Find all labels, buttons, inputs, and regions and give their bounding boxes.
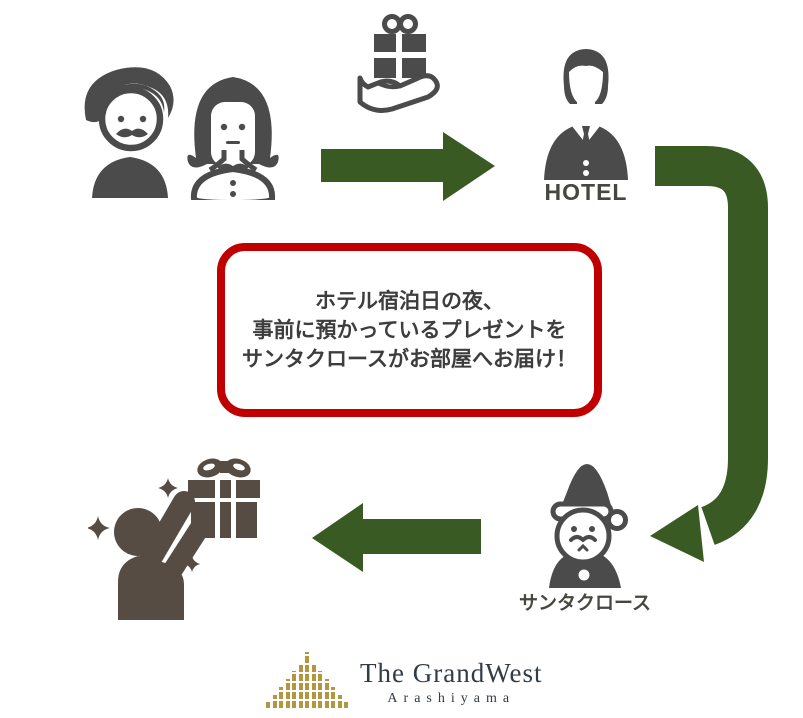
callout-box: ホテル宿泊日の夜、 事前に預かっているプレゼントを サンタクロースがお部屋へお届… <box>217 243 602 417</box>
santa-hat <box>559 464 613 512</box>
gift-lid <box>188 480 260 498</box>
gift-in-hand-icon <box>357 14 440 113</box>
man-hair <box>84 67 174 123</box>
arrow-right <box>321 132 495 201</box>
sparkle <box>158 478 178 498</box>
santa-label: サンタクロース <box>518 593 652 614</box>
hotel-label: HOTEL <box>544 179 628 205</box>
bow-loop <box>398 14 418 34</box>
logo-bamboo-bars-icon <box>266 650 348 708</box>
santa-button <box>578 569 590 581</box>
woman-collar <box>217 163 249 171</box>
santa-face-beard <box>554 507 612 565</box>
arrow-left <box>312 503 481 572</box>
santa-claus-icon <box>549 464 628 588</box>
open-hand <box>357 73 440 113</box>
bow-loop <box>382 14 402 34</box>
brand-logo: The GrandWest Arashiyama <box>266 650 543 708</box>
arrow-curved-down <box>650 146 768 562</box>
santa-pompom <box>606 509 628 531</box>
callout-line-2: 事前に預かっているプレゼントを <box>252 318 567 342</box>
sparkle <box>184 556 200 572</box>
sparkle <box>88 516 110 540</box>
couple-icon <box>84 67 279 200</box>
man-fringe <box>100 83 165 114</box>
callout-line-3: サンタクロースがお部屋へお届け！ <box>242 347 577 371</box>
logo-subtitle: Arashiyama <box>387 691 516 706</box>
staff-tie <box>581 126 591 156</box>
woman-face <box>211 102 255 166</box>
logo-text: The GrandWest Arashiyama <box>360 658 543 708</box>
receive-gift-icon <box>88 458 260 620</box>
woman-neck <box>208 150 258 173</box>
callout-line-1: ホテル宿泊日の夜、 <box>315 289 504 313</box>
man-shoulders <box>92 157 168 198</box>
thumb-line <box>376 80 401 90</box>
staff-neck <box>577 100 595 118</box>
santa-frown <box>577 543 589 552</box>
staff-face <box>569 65 603 106</box>
person-body <box>118 556 184 620</box>
gift-box <box>191 502 257 538</box>
hotel-staff-icon <box>544 49 628 180</box>
woman-mouth <box>226 141 240 144</box>
man-mustache <box>116 128 148 138</box>
gift-knot <box>220 461 229 473</box>
santa-mustache <box>569 535 597 542</box>
logo-title: The GrandWest <box>360 658 543 688</box>
